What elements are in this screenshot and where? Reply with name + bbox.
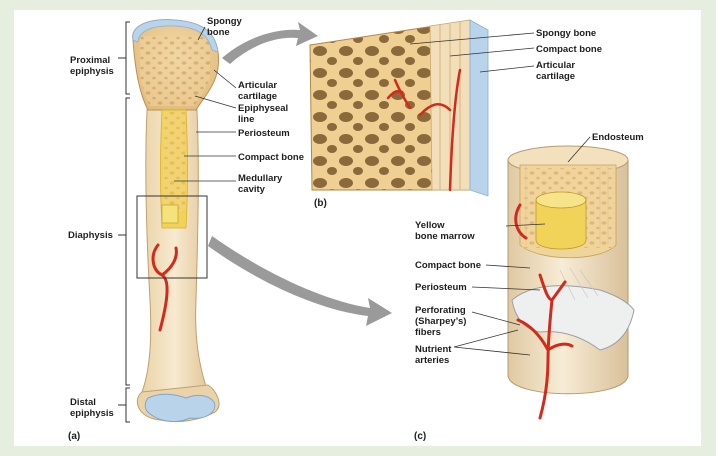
long-bone-illustration <box>132 19 220 423</box>
panel-label-b: (b) <box>314 198 327 209</box>
leader-lines-b <box>409 32 535 73</box>
label-compact-bone-c: Compact bone <box>415 260 481 271</box>
articular-cartilage-cap <box>132 19 219 53</box>
label-spongy-bone-b: Spongy bone <box>536 28 596 39</box>
label-periosteum-a: Periosteum <box>238 128 290 139</box>
periosteum-flap <box>511 285 635 351</box>
nutrient-artery-a <box>151 243 178 332</box>
label-endosteum: Endosteum <box>592 132 644 143</box>
spongy-bone-block <box>309 19 489 197</box>
arrow-to-b <box>222 22 318 64</box>
label-compact-bone-b: Compact bone <box>536 44 602 55</box>
zoom-arrows <box>208 22 392 326</box>
label-compact-bone-a: Compact bone <box>238 152 304 163</box>
panel-label-c: (c) <box>414 431 426 442</box>
leader-lines-c <box>453 136 591 356</box>
marrow-plug <box>161 204 179 224</box>
panel-label-a: (a) <box>68 431 80 442</box>
region-brackets <box>118 21 130 423</box>
label-perforating-fibers: Perforating(Sharpey’s)fibers <box>415 305 466 338</box>
distal-articular-cartilage <box>144 393 216 422</box>
label-periosteum-c: Periosteum <box>415 282 467 293</box>
arrow-to-c <box>208 236 392 326</box>
leader-lines-a <box>174 26 237 182</box>
detail-box <box>136 195 208 279</box>
label-diaphysis: Diaphysis <box>68 230 113 241</box>
nutrient-arteries-c <box>514 203 574 420</box>
bone-cylinder-section <box>507 145 635 420</box>
yellow-marrow-plug <box>535 199 587 250</box>
